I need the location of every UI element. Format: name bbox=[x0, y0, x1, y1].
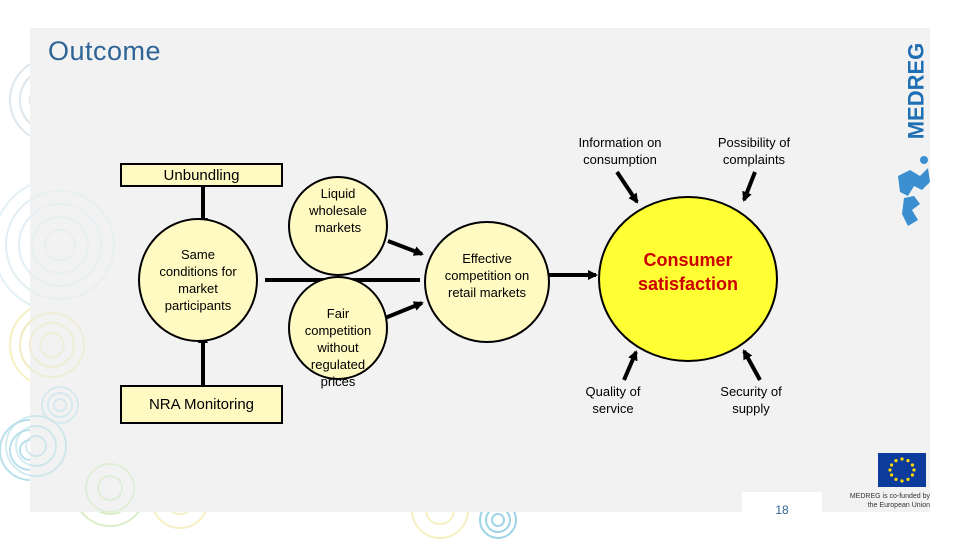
unbundling-box: Unbundling bbox=[120, 163, 283, 187]
slide-title: Outcome bbox=[48, 36, 162, 66]
arrow-information-to-satisfaction bbox=[615, 170, 639, 204]
nra-monitoring-box: NRA Monitoring bbox=[120, 385, 283, 424]
liquid-wholesale-label: Liquid wholesale markets bbox=[309, 185, 367, 235]
page-number: 18 bbox=[742, 492, 822, 528]
fair-competition-label: Fair competition without regulated price… bbox=[304, 305, 372, 389]
security-of-supply-label: Security of supply bbox=[720, 384, 782, 416]
eu-cofunding-caption: MEDREG is co-funded by the European Unio… bbox=[849, 493, 930, 509]
effective-competition-label: Effective competition on retail markets bbox=[444, 250, 530, 300]
nra-monitoring-label: NRA Monitoring bbox=[148, 396, 255, 413]
same-conditions-circle: Same conditions for market participants bbox=[138, 218, 258, 342]
arrow-security-to-satisfaction bbox=[742, 349, 762, 381]
information-on-consumption-label: Information on consumption bbox=[578, 135, 662, 167]
page-number-label: 18 bbox=[775, 503, 789, 517]
unbundling-label: Unbundling bbox=[163, 166, 240, 184]
consumer-satisfaction-circle: Consumer satisfaction bbox=[598, 196, 778, 362]
same-conditions-label: Same conditions for market participants bbox=[159, 247, 237, 313]
eu-flag-icon bbox=[878, 453, 926, 487]
arrow-complaints-to-satisfaction bbox=[742, 171, 757, 202]
medreg-logo-mark: MEDREG bbox=[904, 43, 929, 140]
quality-of-service-label: Quality of service bbox=[585, 384, 641, 416]
possibility-of-complaints-label: Possibility of complaints bbox=[717, 135, 791, 167]
fair-competition-circle: Fair competition without regulated price… bbox=[288, 276, 388, 389]
medreg-logo-text: MEDREG bbox=[904, 43, 929, 140]
arrow-quality-to-satisfaction bbox=[622, 350, 638, 381]
liquid-wholesale-circle: Liquid wholesale markets bbox=[288, 176, 388, 276]
arrow-wholesale-to-competition bbox=[387, 239, 424, 256]
consumer-satisfaction-label: Consumer satisfaction bbox=[637, 250, 739, 294]
medreg-logo: MEDREG bbox=[902, 30, 930, 152]
effective-competition-circle: Effective competition on retail markets bbox=[424, 221, 550, 343]
